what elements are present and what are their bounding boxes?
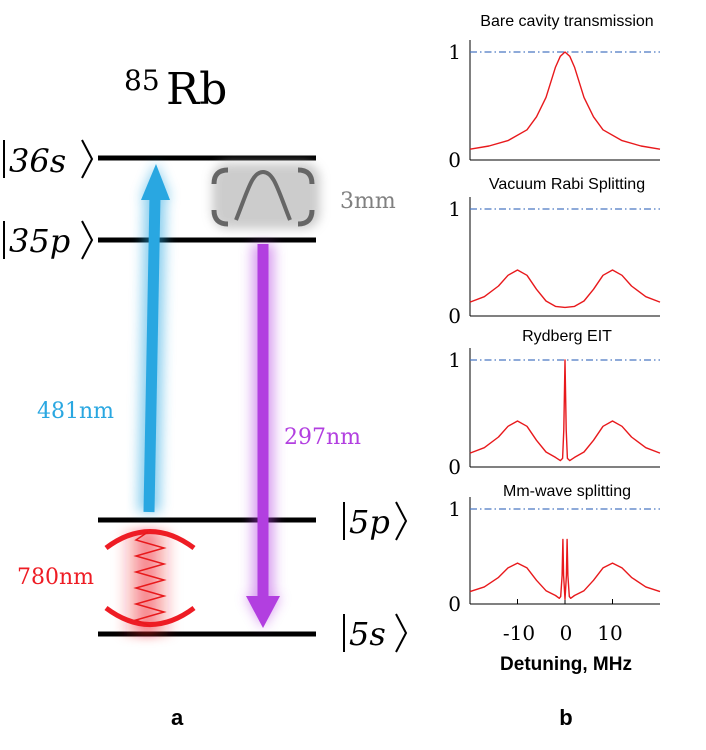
ket-35p-label: 35p bbox=[9, 222, 70, 260]
red-wavelength-label: 780nm bbox=[17, 565, 94, 590]
x-tick-label: 10 bbox=[597, 621, 622, 645]
spectrum-plot: Bare cavity transmission 1 0 bbox=[448, 13, 661, 172]
species-symbol: Rb bbox=[166, 64, 227, 115]
y-tick-label: 1 bbox=[448, 497, 461, 521]
x-axis-label: Detuning, MHz bbox=[500, 654, 632, 675]
x-axis: -10 0 10 Detuning, MHz bbox=[500, 621, 632, 675]
ket-5p-label: 5p bbox=[349, 503, 390, 541]
ket-5s-label: 5s bbox=[349, 615, 386, 653]
purple-transition-arrow bbox=[245, 244, 281, 628]
plot-title: Vacuum Rabi Splitting bbox=[489, 176, 645, 193]
plot-title: Mm-wave splitting bbox=[503, 483, 631, 500]
x-tick-label: 0 bbox=[560, 621, 573, 645]
blue-wavelength-label: 481nm bbox=[37, 399, 114, 424]
mm-wave-cavity-icon bbox=[211, 163, 320, 229]
ket-36s: 36s bbox=[3, 139, 94, 180]
species-mass: 85 bbox=[124, 64, 160, 97]
cavity-size-label: 3mm bbox=[340, 189, 396, 214]
ket-35p: 35p bbox=[3, 220, 94, 260]
y-tick-label: 1 bbox=[448, 40, 461, 64]
spectrum-curve bbox=[469, 538, 661, 600]
ket-5p: 5p bbox=[343, 501, 408, 541]
blue-transition-arrow bbox=[138, 162, 170, 513]
spectrum-curve bbox=[469, 359, 661, 462]
spectrum-plot: Mm-wave splitting 1 0 bbox=[448, 483, 661, 616]
energy-level-diagram: 85 Rb 36s 35p 5p 5s bbox=[3, 64, 408, 730]
plot-title: Rydberg EIT bbox=[522, 328, 612, 345]
y-tick-label: 0 bbox=[448, 455, 461, 479]
y-tick-label: 1 bbox=[448, 197, 461, 221]
ket-5s: 5s bbox=[343, 613, 408, 653]
spectrum-plot: Rydberg EIT 1 0 bbox=[448, 328, 661, 479]
panel-label-a: a bbox=[171, 705, 184, 730]
ket-36s-label: 36s bbox=[9, 142, 66, 180]
purple-wavelength-label: 297nm bbox=[284, 425, 361, 450]
panel-label-b: b bbox=[559, 705, 572, 730]
spectrum-plot: Vacuum Rabi Splitting 1 0 bbox=[448, 176, 661, 328]
y-tick-label: 1 bbox=[448, 348, 461, 372]
y-tick-label: 0 bbox=[448, 592, 461, 616]
optical-cavity-icon bbox=[104, 529, 196, 636]
y-tick-label: 0 bbox=[448, 148, 461, 172]
spectrum-curve bbox=[469, 51, 661, 150]
spectrum-curve bbox=[469, 269, 661, 309]
x-tick-label: -10 bbox=[503, 621, 535, 645]
y-tick-label: 0 bbox=[448, 304, 461, 328]
plot-title: Bare cavity transmission bbox=[480, 13, 653, 30]
